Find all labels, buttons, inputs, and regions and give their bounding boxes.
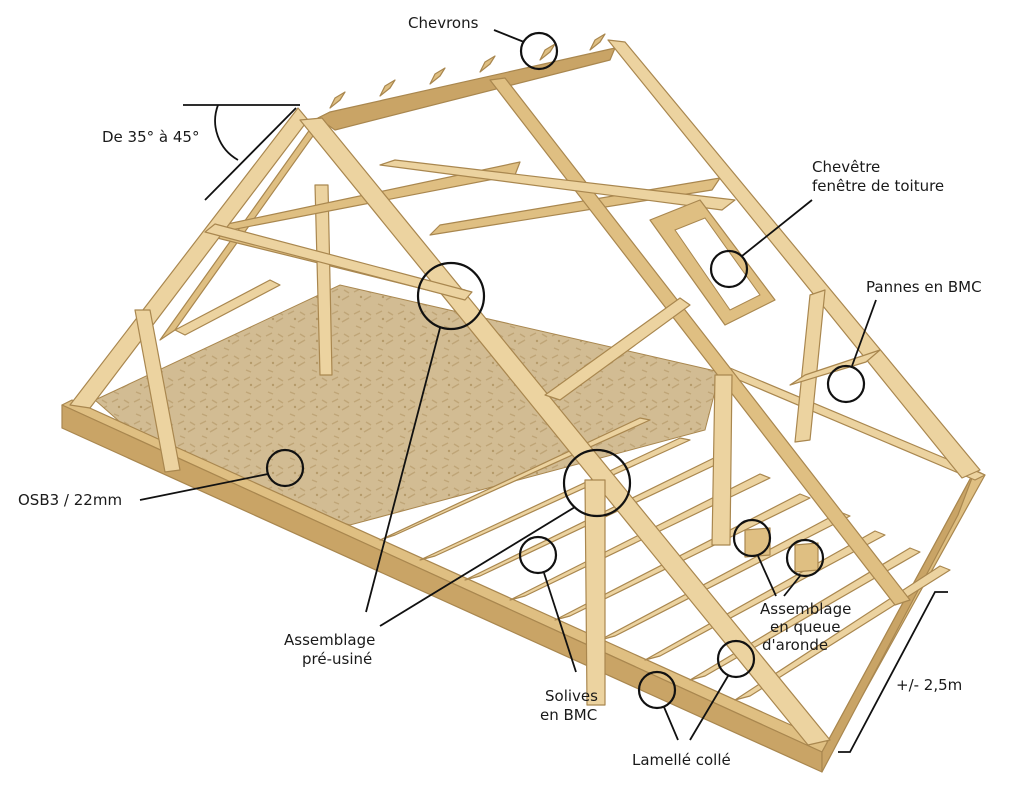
label-osb: OSB3 / 22mm [18,491,122,509]
dovetail-block [794,542,819,573]
osb-ring [265,448,305,488]
assemblage-leader-lower [379,506,576,627]
queue-ring-right [785,538,825,578]
osb-leader [139,473,269,501]
dimension-line [838,591,948,753]
chevrons-leader [493,29,525,43]
rear-post-left [314,184,333,376]
callout-rings [265,31,866,710]
label-chevrons: Chevrons [408,14,479,32]
main-rafter-middle [489,77,911,606]
strut [379,159,736,211]
label-pannes: Pannes en BMC [866,278,982,296]
front-post-right [711,374,733,546]
front-post-left [134,309,181,473]
lamelle-leader-left [663,706,679,741]
angle-slope-line [204,107,297,201]
label-chevetre-line1: Chevêtre [812,158,880,176]
label-angle: De 35° à 45° [102,128,199,146]
assemblage-ring-upper [416,261,486,331]
chevetre-ring [709,249,749,289]
angle-arc [214,104,239,161]
label-dimension: +/- 2,5m [896,676,962,694]
label-queue-line2: en queue [770,618,841,636]
front-truss-right-rafter [607,39,981,479]
ridge-beam [317,47,616,131]
pannes-leader [851,299,877,367]
label-assemblage-line1: Assemblage [284,631,375,649]
rafter [329,91,346,109]
rafter [539,43,556,61]
dimension-bracket [838,591,948,753]
roof-window-opening [674,217,761,311]
angle-indicator [183,104,300,201]
rafters [69,33,606,409]
label-chevetre-line2: fenêtre de toiture [812,177,944,195]
osb-floor-panel [94,284,721,526]
rafter [479,55,496,73]
queue-leader-left [757,555,777,597]
assemblage-ring-lower [562,448,632,518]
front-truss [134,39,981,746]
solives-leader [543,572,577,673]
rafter [429,67,446,85]
queue-ring-left [732,518,772,558]
solives-ring [518,535,558,575]
chevetre-leader [741,199,813,257]
pannes-ring [826,364,866,404]
rafter [379,79,396,97]
front-collar-tie [204,223,473,301]
assemblage-leader-upper [365,327,441,613]
strut [544,297,691,401]
lamelle-ring-left [637,670,677,710]
leader-lines [139,29,877,741]
label-queue-line1: Assemblage [760,600,851,618]
label-solives-line2: en BMC [540,706,597,724]
rear-brace [174,279,281,336]
front-post-far-right [794,289,826,443]
label-queue-line3: d'aronde [762,636,828,654]
lamelle-leader-right [689,675,729,741]
purlin-bmc-right [789,349,881,386]
dovetail-block [744,527,771,558]
floor-joists [379,417,951,701]
right-sill-face [821,469,976,773]
queue-leader-right [783,575,801,597]
front-truss-left-rafter [299,117,831,746]
label-lamelle: Lamellé collé [632,751,731,769]
label-solives-line1: Solives [545,687,598,705]
front-post-center [584,479,606,706]
label-assemblage-line2: pré-usiné [302,650,372,668]
rafter [589,33,606,51]
chevrons-ring [519,31,559,71]
lamelle-ring-right [716,639,756,679]
